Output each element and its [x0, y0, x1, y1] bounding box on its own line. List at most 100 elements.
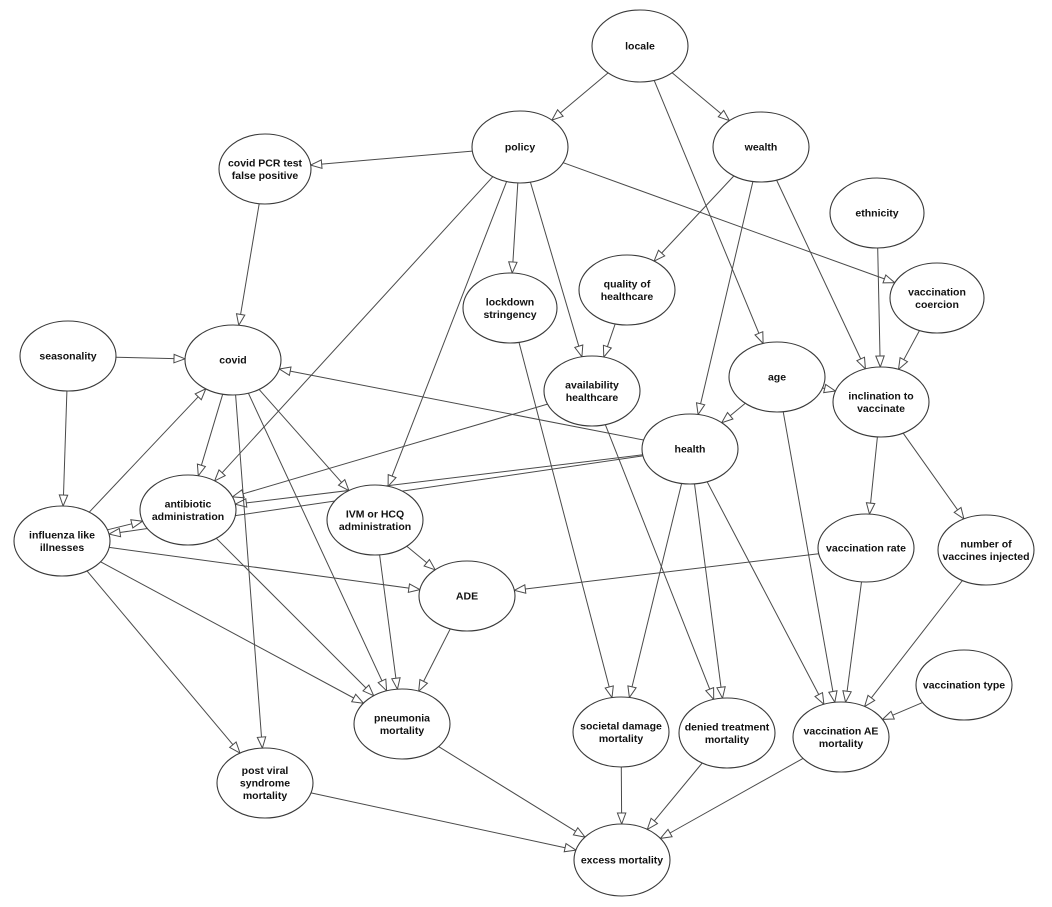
node-ellipse: [13, 505, 111, 577]
edge-line: [782, 411, 834, 692]
edge-line: [631, 483, 683, 688]
node-covid: covid: [184, 324, 282, 396]
node-ellipse: [19, 320, 117, 392]
arrowhead: [213, 469, 227, 482]
node-ellipse: [139, 474, 237, 546]
arrowhead: [107, 527, 122, 538]
edge-wealth-to-inclination: [776, 179, 866, 371]
edge-vacc-rate-to-vacc-ae: [842, 581, 862, 704]
arrowhead: [604, 685, 614, 699]
edge-line: [529, 181, 580, 347]
edge-age-to-inclination: [822, 383, 837, 394]
edge-covid-to-ivm: [258, 389, 350, 492]
arrowhead: [659, 828, 673, 840]
node-label: societal damage: [580, 720, 662, 732]
edge-line: [512, 182, 519, 263]
arrowhead: [513, 584, 527, 594]
node-policy: policy: [471, 110, 569, 184]
node-label: mortality: [599, 733, 644, 745]
edge-line: [88, 396, 199, 513]
edge-locale-to-age: [653, 80, 764, 345]
edge-age-to-vacc-ae: [782, 411, 838, 704]
edge-line: [604, 424, 711, 690]
edge-health-to-antibiotic: [233, 454, 643, 508]
node-vacc-rate: vaccination rate: [817, 513, 915, 583]
edge-ivm-to-pneumonia: [379, 554, 401, 691]
node-ellipse: [326, 484, 424, 556]
node-label: vaccination AE: [804, 725, 879, 737]
edge-policy-to-ivm: [387, 181, 508, 488]
edge-line: [559, 72, 609, 114]
edge-line: [438, 746, 576, 832]
edge-line: [240, 203, 260, 315]
node-label: administration: [339, 521, 411, 533]
edge-policy-to-coercion: [563, 162, 897, 284]
arrowhead: [233, 498, 248, 508]
node-label: inclination to: [848, 390, 913, 402]
node-seasonality: seasonality: [19, 320, 117, 392]
edge-age-to-health: [720, 402, 746, 424]
edge-line: [729, 402, 746, 417]
node-ade: ADE: [418, 560, 516, 632]
edge-line: [525, 553, 819, 590]
edge-policy-to-lockdown: [508, 182, 519, 275]
arrowhead: [881, 710, 896, 720]
arrowhead: [194, 387, 207, 401]
arrowhead: [173, 353, 187, 364]
arrowhead: [720, 411, 734, 424]
arrowhead: [58, 494, 69, 508]
node-health: health: [641, 413, 739, 485]
edge-line: [321, 150, 473, 165]
edge-line: [115, 356, 175, 360]
edge-antibiotic-to-pneumonia: [215, 537, 375, 697]
arrowhead: [407, 583, 422, 593]
edge-denied-to-excess: [646, 762, 703, 831]
edge-line: [653, 762, 703, 822]
node-label: administration: [152, 511, 224, 523]
arrowhead: [130, 519, 144, 529]
edge-post-viral-to-excess: [310, 792, 578, 853]
arrowhead: [196, 463, 207, 478]
node-ellipse: [572, 696, 670, 768]
edge-line: [903, 330, 920, 360]
arrowhead: [627, 685, 637, 699]
arrowhead: [695, 402, 706, 416]
node-ellipse: [216, 747, 314, 819]
edge-covid-pcr-to-covid: [235, 203, 260, 327]
node-label: number of: [960, 538, 1012, 550]
edge-line: [310, 792, 566, 849]
node-label: IVM or HCQ: [346, 508, 404, 520]
edge-ivm-to-ade: [406, 545, 437, 571]
edge-locale-to-policy: [550, 72, 609, 121]
arrowhead: [387, 473, 397, 488]
edge-line: [671, 72, 722, 114]
node-excess: excess mortality: [573, 823, 671, 897]
node-ellipse: [591, 9, 689, 83]
edge-line: [653, 80, 760, 334]
edge-health-to-covid: [278, 366, 644, 441]
edge-inclination-to-num-vacc: [902, 432, 965, 521]
edge-line: [221, 176, 494, 474]
arrowhead: [377, 678, 388, 693]
arrowhead: [882, 274, 897, 284]
node-label: antibiotic: [165, 498, 212, 510]
node-label: seasonality: [39, 351, 96, 363]
node-ellipse: [712, 111, 810, 183]
edge-line: [563, 162, 885, 280]
node-label: quality of: [604, 278, 651, 290]
node-label: policy: [505, 142, 536, 154]
arrowhead: [897, 356, 909, 371]
edge-line: [242, 403, 548, 495]
arrowhead: [228, 741, 241, 755]
node-ellipse: [471, 110, 569, 184]
node-ellipse: [817, 513, 915, 583]
